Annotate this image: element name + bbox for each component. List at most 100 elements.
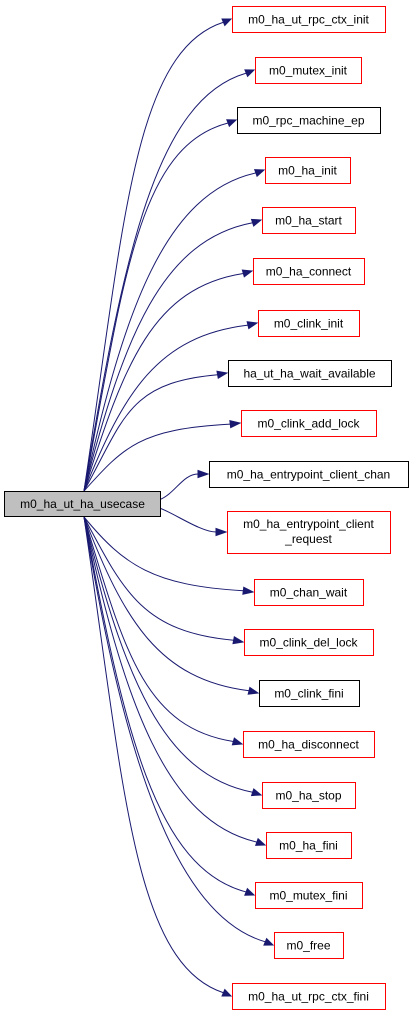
arrowhead-icon: [226, 119, 238, 128]
edge-line: [159, 473, 199, 500]
node-box: [262, 207, 356, 234]
node-m0_chan_wait[interactable]: m0_chan_wait: [254, 579, 364, 606]
call-edge-m0_clink_fini: [83, 516, 260, 695]
node-label: m0_rpc_machine_ep: [252, 114, 364, 128]
call-edge-m0_mutex_fini: [83, 516, 256, 896]
edge-line: [83, 374, 218, 492]
node-box: [209, 461, 409, 488]
arrowhead-icon: [221, 988, 233, 997]
call-edge-m0_ha_stop: [83, 516, 263, 797]
node-box: [243, 731, 375, 758]
node-m0_ha_start[interactable]: m0_ha_start: [262, 207, 356, 234]
node-label: m0_ha_entrypoint_client_chan: [227, 468, 390, 482]
call-edge-m0_ha_init: [83, 169, 266, 492]
arrowhead-icon: [221, 18, 233, 27]
edge-line: [83, 516, 266, 943]
node-ha_ut_ha_wait_available: ha_ut_ha_wait_available: [228, 360, 392, 387]
arrowhead-icon: [244, 69, 256, 78]
call-edge-ha_ut_ha_wait_available: [83, 370, 229, 492]
node-box: [241, 410, 377, 437]
node-label: m0_clink_fini: [274, 687, 343, 701]
node-label: m0_mutex_fini: [269, 889, 347, 903]
call-nodes: m0_ha_ut_ha_usecase m0_ha_ut_rpc_ctx_ini…: [4, 6, 409, 1010]
call-edge-m0_ha_ut_rpc_ctx_fini: [83, 516, 233, 997]
node-label: m0_ha_entrypoint_client: [243, 517, 374, 531]
edge-line: [83, 172, 256, 492]
node-label: ha_ut_ha_wait_available: [243, 367, 375, 381]
node-m0_rpc_machine_ep: m0_rpc_machine_ep: [237, 107, 381, 134]
call-edge-m0_clink_add_lock: [83, 420, 242, 492]
node-m0_ha_ut_rpc_ctx_init[interactable]: m0_ha_ut_rpc_ctx_init: [232, 6, 386, 33]
node-label: m0_clink_init: [274, 317, 344, 331]
node-box: [274, 932, 344, 959]
arrowhead-icon: [246, 321, 259, 330]
node-m0_ha_fini[interactable]: m0_ha_fini: [266, 832, 352, 859]
arrowhead-icon: [229, 420, 242, 429]
node-box: [244, 629, 374, 656]
edge-line: [159, 507, 217, 533]
edge-line: [83, 122, 229, 492]
edge-line: [83, 222, 253, 492]
call-edge-m0_clink_init: [83, 321, 259, 492]
node-box: [259, 680, 360, 707]
node-label: m0_ha_fini: [279, 839, 338, 853]
call-edges: [83, 18, 275, 997]
node-m0_clink_add_lock[interactable]: m0_clink_add_lock: [241, 410, 377, 437]
arrowhead-icon: [242, 586, 255, 595]
edge-line: [83, 516, 244, 592]
edge-line: [83, 516, 250, 692]
arrowhead-icon: [253, 169, 266, 178]
node-box: [258, 310, 360, 337]
edge-line: [83, 516, 234, 641]
arrowhead-icon: [215, 527, 228, 537]
edge-line: [83, 516, 247, 893]
edge-line: [83, 324, 249, 492]
node-m0_mutex_init[interactable]: m0_mutex_init: [255, 57, 362, 84]
arrowhead-icon: [197, 469, 210, 479]
call-edge-m0_ha_entrypoint_client_request: [159, 507, 228, 537]
node-m0_clink_init[interactable]: m0_clink_init: [258, 310, 360, 337]
node-m0_ha_init[interactable]: m0_ha_init: [265, 157, 351, 184]
node-m0_ha_entrypoint_client_request[interactable]: m0_ha_entrypoint_client_request: [227, 511, 391, 554]
edge-line: [83, 423, 231, 492]
node-box: [254, 579, 364, 606]
node-box: [227, 511, 391, 554]
call-edge-m0_ha_connect: [83, 269, 254, 492]
node-m0_ha_connect[interactable]: m0_ha_connect: [253, 258, 365, 285]
arrowhead-icon: [254, 837, 267, 846]
edge-line: [83, 516, 234, 742]
call-edge-m0_chan_wait: [83, 516, 255, 595]
node-label: m0_clink_del_lock: [259, 636, 358, 650]
edge-line: [83, 21, 224, 492]
node-label: m0_ha_ut_rpc_ctx_init: [248, 13, 369, 27]
node-m0_free[interactable]: m0_free: [274, 932, 344, 959]
call-edge-m0_ha_disconnect: [83, 516, 244, 746]
node-box: [232, 6, 386, 33]
node-m0_mutex_fini[interactable]: m0_mutex_fini: [255, 882, 363, 909]
node-m0_ha_stop[interactable]: m0_ha_stop: [262, 782, 356, 809]
call-edge-m0_ha_entrypoint_client_chan: [159, 469, 210, 500]
call-edge-m0_mutex_init: [83, 69, 256, 492]
root-node[interactable]: m0_ha_ut_ha_usecase: [4, 491, 161, 517]
node-box: [255, 57, 362, 84]
node-box: [255, 882, 363, 909]
node-label: m0_ha_start: [275, 214, 342, 228]
edge-line: [83, 516, 257, 843]
node-box: [265, 157, 351, 184]
call-edge-m0_ha_start: [83, 218, 263, 492]
node-label: m0_clink_add_lock: [257, 417, 360, 431]
edge-line: [83, 516, 224, 994]
node-box: [237, 107, 381, 134]
call-edge-m0_free: [83, 516, 275, 946]
node-m0_ha_ut_rpc_ctx_fini[interactable]: m0_ha_ut_rpc_ctx_fini: [232, 983, 386, 1010]
call-edge-m0_rpc_machine_ep: [83, 119, 238, 492]
node-label: m0_mutex_init: [269, 64, 348, 78]
node-m0_clink_del_lock[interactable]: m0_clink_del_lock: [244, 629, 374, 656]
edge-line: [83, 72, 247, 492]
node-label: m0_ha_ut_rpc_ctx_fini: [248, 990, 369, 1004]
arrowhead-icon: [231, 737, 244, 746]
arrowhead-icon: [232, 635, 245, 645]
node-m0_ha_disconnect[interactable]: m0_ha_disconnect: [243, 731, 375, 758]
edge-line: [83, 272, 244, 492]
call-edge-m0_ha_ut_rpc_ctx_init: [83, 18, 233, 492]
